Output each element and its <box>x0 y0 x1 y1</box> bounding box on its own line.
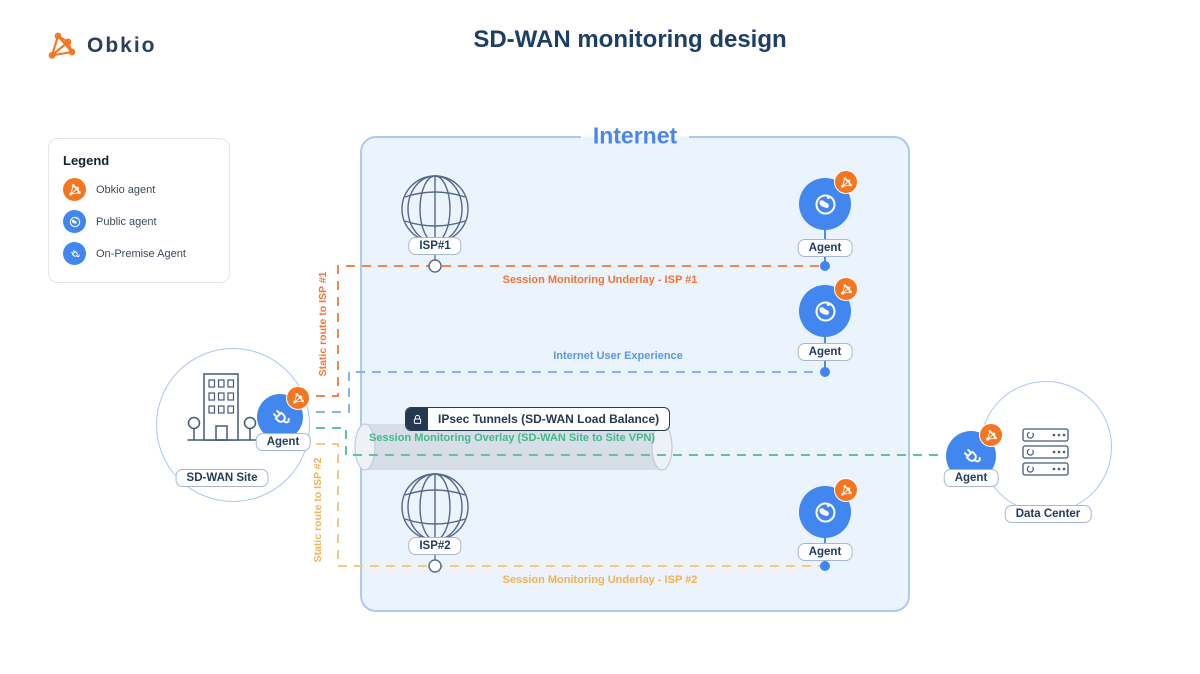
obkio-badge-icon <box>979 423 1003 447</box>
static-route-isp2-label: Static route to ISP #2 <box>312 457 324 563</box>
page-title: SD-WAN monitoring design <box>473 26 787 53</box>
public-agent-node-3 <box>799 478 858 538</box>
obkio-logo: Obkio <box>46 30 157 62</box>
office-building-icon <box>187 373 265 441</box>
legend-item-label: Public agent <box>96 215 157 228</box>
obkio-badge-icon <box>834 170 858 194</box>
site-agent-node <box>257 386 310 440</box>
data-center-label: Data Center <box>1004 505 1092 523</box>
obkio-badge-icon <box>834 277 858 301</box>
server-rack-icon <box>1022 428 1069 476</box>
legend-item-obkio-agent: Obkio agent <box>63 178 215 201</box>
legend-item-public-agent: Public agent <box>63 210 215 233</box>
underlay-isp2-label: Session Monitoring Underlay - ISP #2 <box>502 574 698 586</box>
dc-agent-label: Agent <box>943 469 999 487</box>
public-agent-node-2 <box>799 277 858 337</box>
lock-icon <box>406 408 428 430</box>
obkio-logo-icon <box>48 32 76 59</box>
site-agent-label: Agent <box>255 433 311 451</box>
underlay-isp1-label: Session Monitoring Underlay - ISP #1 <box>502 274 698 286</box>
legend-panel: Legend Obkio agent Public agent On-Premi… <box>48 138 230 283</box>
legend-title: Legend <box>63 153 110 168</box>
sdwan-site-label: SD-WAN Site <box>175 469 269 487</box>
overlay-vpn-label: Session Monitoring Overlay (SD-WAN Site … <box>368 432 656 444</box>
isp1-globe-icon <box>401 175 469 243</box>
obkio-badge-icon <box>286 386 310 410</box>
agent-label-3: Agent <box>797 543 853 561</box>
ipsec-tunnel-chip: IPsec Tunnels (SD-WAN Load Balance) <box>405 407 671 431</box>
isp2-globe-icon <box>401 473 469 541</box>
ipsec-tunnel-label: IPsec Tunnels (SD-WAN Load Balance) <box>438 412 660 426</box>
brand-name: Obkio <box>87 34 157 57</box>
internet-title: Internet <box>580 122 690 150</box>
static-route-isp1-label: Static route to ISP #1 <box>317 271 329 377</box>
agent-label-2: Agent <box>797 343 853 361</box>
isp2-label: ISP#2 <box>408 537 462 555</box>
public-agent-node-1 <box>799 170 858 230</box>
legend-item-label: On-Premise Agent <box>96 247 186 260</box>
on-premise-agent-icon <box>63 242 86 265</box>
obkio-agent-icon <box>63 178 86 201</box>
internet-ux-label: Internet User Experience <box>553 350 683 362</box>
obkio-badge-icon <box>834 478 858 502</box>
legend-item-label: Obkio agent <box>96 183 156 196</box>
public-agent-icon <box>63 210 86 233</box>
agent-label-1: Agent <box>797 239 853 257</box>
isp1-label: ISP#1 <box>408 237 462 255</box>
legend-item-on-premise-agent: On-Premise Agent <box>63 242 215 265</box>
